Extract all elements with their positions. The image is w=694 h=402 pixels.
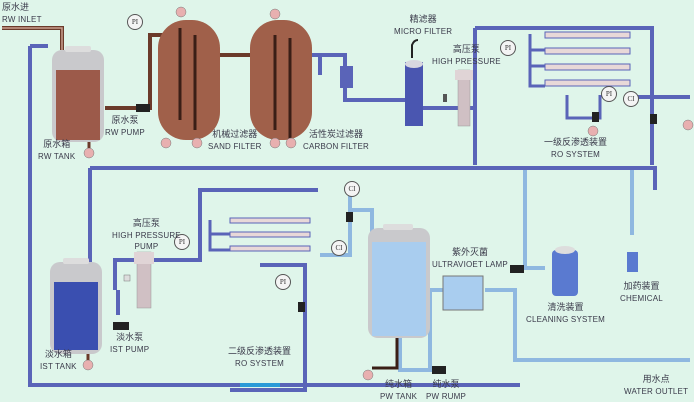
rw-inlet-highlight bbox=[2, 27, 63, 50]
uv-lamp bbox=[442, 275, 484, 311]
ist-tank bbox=[50, 258, 102, 371]
rw-tank bbox=[52, 46, 104, 159]
treated-pipes bbox=[28, 26, 690, 392]
cleaning-feed bbox=[523, 170, 545, 270]
pw-pump bbox=[432, 366, 446, 374]
ro1-flowmeter-1 bbox=[592, 112, 599, 122]
rw-pump bbox=[136, 104, 150, 112]
label-water-outlet: 用水点 WATER OUTLET bbox=[624, 375, 689, 396]
label-high-pressure-1: 高压泵 HIGH PRESSURE bbox=[432, 45, 501, 66]
micro-filter bbox=[405, 39, 423, 126]
pi-gauge-rw: PI bbox=[127, 14, 143, 30]
pure-pipes bbox=[320, 170, 690, 372]
cleaning-system bbox=[510, 246, 578, 296]
dosing-vessel bbox=[340, 66, 353, 88]
ro1-outlet-valve bbox=[682, 119, 694, 131]
ro2-flowmeter-2 bbox=[298, 302, 305, 312]
pi-gauge-ro2: PI bbox=[275, 274, 291, 290]
carbon-filter bbox=[250, 8, 312, 149]
pi-gauge-ro1-inlet: PI bbox=[500, 40, 516, 56]
ist-pump bbox=[113, 322, 129, 330]
ci-gauge-ro2-product: CI bbox=[344, 181, 360, 197]
label-sand-filter: 机械过滤器 SAND FILTER bbox=[208, 130, 262, 151]
ci-gauge-ro2: CI bbox=[331, 240, 347, 256]
ro1-flowmeter-2 bbox=[650, 114, 657, 124]
ro2-frame bbox=[230, 263, 307, 392]
ist-to-ro2 bbox=[113, 188, 318, 290]
label-rw-tank: 原水箱 RW TANK bbox=[38, 140, 76, 161]
ro2-flowmeter-1 bbox=[346, 212, 353, 222]
high-pressure-pump-1 bbox=[443, 69, 473, 127]
ci-gauge-ro1: CI bbox=[623, 91, 639, 107]
label-pw-tank: 纯水箱 PW TANK bbox=[380, 380, 418, 401]
label-micro-filter: 精滤器 MICRO FILTER bbox=[394, 15, 453, 36]
label-pw-pump: 纯水泵 PW RUMP bbox=[426, 380, 467, 401]
label-ro-system-1: 一级反渗透装置 RO SYSTEM bbox=[544, 138, 608, 159]
ro1-drain bbox=[587, 125, 599, 137]
ro2-pw-feed bbox=[350, 208, 374, 232]
sand-filter bbox=[158, 6, 220, 149]
pi-gauge-ro2-inlet: PI bbox=[174, 234, 190, 250]
label-cleaning-system: 清洗装置 CLEANING SYSTEM bbox=[526, 303, 606, 324]
return-loop-pipe bbox=[90, 166, 657, 190]
label-uv-lamp: 紫外灭菌 ULTRAVIOET LAMP bbox=[432, 248, 508, 269]
pi-gauge-ro1: PI bbox=[601, 86, 617, 102]
label-ist-pump: 淡水泵 IST PUMP bbox=[110, 333, 150, 354]
label-rw-inlet: 原水进 RW INLET bbox=[2, 3, 42, 24]
ro1-membranes bbox=[528, 31, 631, 120]
chemical-dosing-tank bbox=[627, 252, 638, 272]
label-high-pressure-2: 高压泵 HIGH PRESSURE PUMP bbox=[112, 219, 181, 251]
label-carbon-filter: 活性炭过滤器 CARBON FILTER bbox=[303, 130, 370, 151]
label-rw-pump: 原水泵 RW PUMP bbox=[105, 116, 145, 137]
pw-tank bbox=[362, 224, 430, 381]
uv-to-outlet bbox=[485, 288, 690, 362]
label-chemical: 加药装置 CHEMICAL bbox=[620, 282, 663, 303]
label-ist-tank: 淡水箱 IST TANK bbox=[40, 350, 77, 371]
high-pressure-pump-2 bbox=[123, 251, 154, 309]
ro2-flowmeter bbox=[240, 383, 280, 387]
left-loop-pipe bbox=[28, 46, 520, 387]
ro2-membranes bbox=[208, 217, 311, 387]
pw-to-uv bbox=[398, 288, 445, 372]
label-ro-system-2: 二级反渗透装置 RO SYSTEM bbox=[228, 347, 292, 368]
